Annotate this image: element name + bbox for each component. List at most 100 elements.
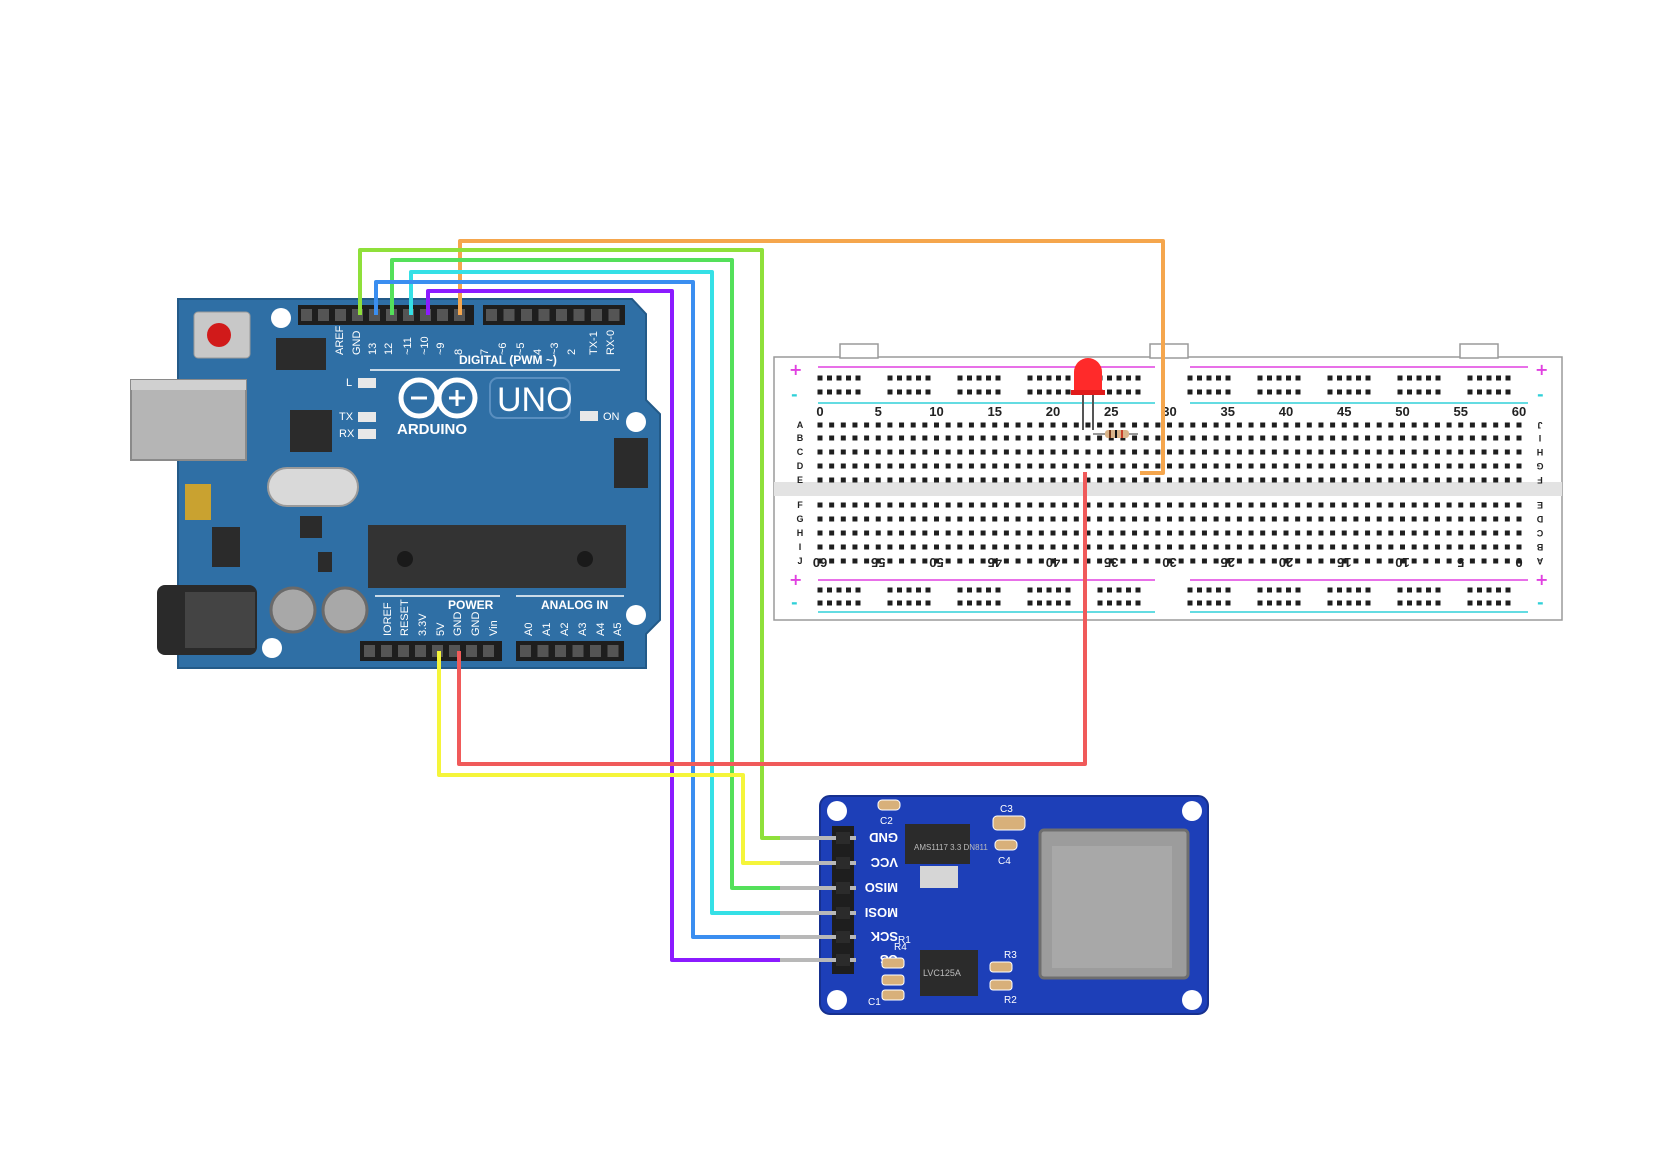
breadboard-hole[interactable] — [1201, 530, 1207, 536]
breadboard-hole[interactable] — [1201, 544, 1207, 550]
breadboard-hole[interactable] — [1085, 544, 1091, 550]
breadboard-hole[interactable] — [1423, 530, 1429, 536]
breadboard-hole[interactable] — [976, 587, 982, 593]
breadboard-hole[interactable] — [1330, 477, 1336, 483]
breadboard-hole[interactable] — [864, 463, 870, 469]
breadboard-hole[interactable] — [922, 502, 928, 508]
breadboard-hole[interactable] — [1318, 530, 1324, 536]
breadboard-hole[interactable] — [1116, 389, 1122, 395]
breadboard-hole[interactable] — [968, 422, 974, 428]
breadboard-hole[interactable] — [875, 558, 881, 564]
breadboard-hole[interactable] — [1178, 463, 1184, 469]
breadboard-hole[interactable] — [1346, 600, 1352, 606]
breadboard-hole[interactable] — [925, 389, 931, 395]
breadboard-hole[interactable] — [1015, 502, 1021, 508]
breadboard-hole[interactable] — [1388, 477, 1394, 483]
breadboard-hole[interactable] — [1388, 516, 1394, 522]
breadboard-hole[interactable] — [1337, 389, 1342, 395]
breadboard-hole[interactable] — [1426, 375, 1431, 381]
breadboard-hole[interactable] — [1120, 502, 1126, 508]
breadboard-hole[interactable] — [1190, 463, 1196, 469]
breadboard-hole[interactable] — [855, 375, 861, 381]
breadboard-hole[interactable] — [922, 477, 928, 483]
breadboard-hole[interactable] — [840, 502, 846, 508]
breadboard-hole[interactable] — [1505, 389, 1511, 395]
breadboard-hole[interactable] — [1062, 422, 1068, 428]
breadboard-hole[interactable] — [1446, 516, 1452, 522]
breadboard-hole[interactable] — [1201, 422, 1207, 428]
breadboard-hole[interactable] — [957, 558, 963, 564]
breadboard-hole[interactable] — [1027, 435, 1033, 441]
breadboard-hole[interactable] — [1236, 477, 1242, 483]
breadboard-hole[interactable] — [1126, 389, 1131, 395]
breadboard-hole[interactable] — [1353, 449, 1359, 455]
breadboard-hole[interactable] — [1446, 477, 1452, 483]
breadboard-hole[interactable] — [934, 422, 939, 428]
breadboard-hole[interactable] — [1365, 600, 1371, 606]
breadboard-hole[interactable] — [1167, 463, 1172, 469]
breadboard-hole[interactable] — [922, 544, 928, 550]
breadboard-hole[interactable] — [916, 389, 921, 395]
breadboard-hole[interactable] — [1197, 389, 1202, 395]
breadboard-hole[interactable] — [1376, 544, 1382, 550]
breadboard-hole[interactable] — [1400, 530, 1405, 536]
breadboard-hole[interactable] — [1416, 600, 1422, 606]
breadboard-hole[interactable] — [1213, 463, 1219, 469]
breadboard-hole[interactable] — [957, 477, 963, 483]
breadboard-hole[interactable] — [1435, 389, 1441, 395]
breadboard-hole[interactable] — [1167, 502, 1172, 508]
breadboard-hole[interactable] — [1260, 449, 1266, 455]
breadboard-hole[interactable] — [1085, 502, 1091, 508]
breadboard-hole[interactable] — [980, 558, 986, 564]
breadboard-hole[interactable] — [1434, 463, 1440, 469]
breadboard-hole[interactable] — [1486, 600, 1492, 606]
breadboard-hole[interactable] — [1073, 502, 1079, 508]
breadboard-hole[interactable] — [1107, 587, 1112, 593]
breadboard-hole[interactable] — [836, 587, 842, 593]
breadboard-hole[interactable] — [968, 463, 974, 469]
breadboard-hole[interactable] — [1038, 530, 1044, 536]
breadboard-hole[interactable] — [852, 422, 858, 428]
breadboard-hole[interactable] — [945, 516, 951, 522]
breadboard-hole[interactable] — [1504, 530, 1510, 536]
breadboard-hole[interactable] — [887, 375, 893, 381]
breadboard-hole[interactable] — [1236, 449, 1242, 455]
breadboard-hole[interactable] — [1015, 463, 1021, 469]
breadboard-hole[interactable] — [1434, 502, 1440, 508]
breadboard-hole[interactable] — [1248, 422, 1254, 428]
breadboard-hole[interactable] — [934, 558, 939, 564]
breadboard-hole[interactable] — [829, 435, 835, 441]
breadboard-hole[interactable] — [1248, 502, 1254, 508]
breadboard-hole[interactable] — [992, 544, 998, 550]
breadboard-hole[interactable] — [1504, 502, 1510, 508]
breadboard-hole[interactable] — [1271, 422, 1277, 428]
breadboard-hole[interactable] — [1216, 375, 1221, 381]
breadboard-hole[interactable] — [1446, 544, 1452, 550]
breadboard-hole[interactable] — [1257, 375, 1263, 381]
breadboard-hole[interactable] — [1050, 422, 1056, 428]
breadboard-hole[interactable] — [840, 435, 846, 441]
breadboard-hole[interactable] — [1477, 389, 1482, 395]
breadboard-hole[interactable] — [1400, 516, 1405, 522]
header-pin-hole[interactable] — [486, 309, 497, 321]
breadboard-hole[interactable] — [1225, 558, 1231, 564]
breadboard-hole[interactable] — [1467, 587, 1473, 593]
breadboard-hole[interactable] — [1257, 587, 1263, 593]
breadboard-hole[interactable] — [1295, 587, 1301, 593]
breadboard-hole[interactable] — [1504, 422, 1510, 428]
breadboard-hole[interactable] — [1411, 435, 1417, 441]
breadboard-hole[interactable] — [1225, 375, 1231, 381]
breadboard-hole[interactable] — [1467, 600, 1473, 606]
breadboard-hole[interactable] — [1143, 516, 1149, 522]
breadboard-hole[interactable] — [1481, 530, 1487, 536]
breadboard-hole[interactable] — [1306, 435, 1312, 441]
breadboard-hole[interactable] — [1411, 449, 1417, 455]
breadboard-hole[interactable] — [829, 530, 835, 536]
breadboard-hole[interactable] — [1477, 587, 1482, 593]
breadboard-hole[interactable] — [817, 516, 823, 522]
breadboard-hole[interactable] — [1257, 600, 1263, 606]
breadboard-hole[interactable] — [1178, 530, 1184, 536]
breadboard-hole[interactable] — [1346, 389, 1352, 395]
breadboard-hole[interactable] — [1225, 477, 1231, 483]
breadboard-hole[interactable] — [1295, 435, 1301, 441]
